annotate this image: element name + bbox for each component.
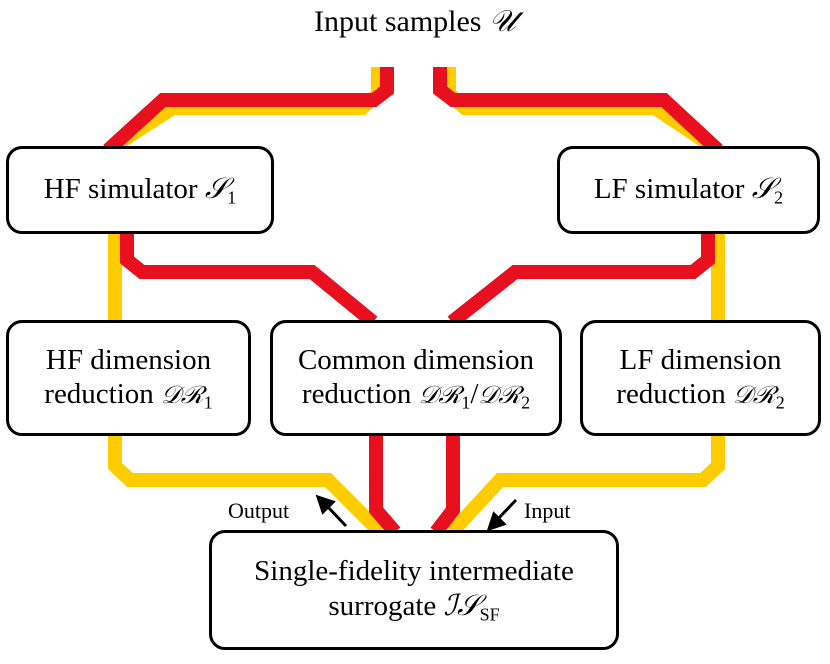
- red-path-common-left-down: [369, 432, 401, 537]
- red-path-common-right-down: [430, 432, 460, 537]
- surrogate-sub: SF: [479, 604, 500, 625]
- yellow-path-right-top: [442, 67, 722, 156]
- output-arrowhead: [315, 494, 336, 515]
- red-path-right-top: [433, 67, 723, 156]
- hf-simulator-node: HF simulator 𝒮1: [6, 146, 274, 234]
- surrogate-node: Single-fidelity intermediate surrogate ℐ…: [209, 530, 619, 650]
- hf-dr-line1: HF dimension: [45, 343, 212, 376]
- title-symbol: 𝒰: [488, 4, 516, 39]
- diagram-title: Input samples 𝒰: [0, 4, 830, 39]
- common-dr-sub-a: 1: [461, 392, 471, 413]
- common-dr-symbol-b: 𝒟ℛ: [478, 379, 522, 409]
- surrogate-symbol: ℐ𝒮: [443, 588, 480, 623]
- surrogate-line2: surrogate: [328, 590, 437, 623]
- yellow-path-left-top: [104, 67, 385, 156]
- lf-dr-sub: 2: [775, 392, 785, 413]
- surrogate-line1: Single-fidelity intermediate: [254, 555, 574, 588]
- hf-dr-sub: 1: [203, 392, 213, 413]
- red-path-hf-to-common: [120, 230, 378, 328]
- yellow-path-right-bottom: [446, 432, 725, 537]
- lf-dimension-reduction-node: LF dimension reduction 𝒟ℛ2: [580, 320, 821, 436]
- lf-simulator-label: LF simulator: [593, 173, 745, 206]
- common-dr-symbol-a: 𝒟ℛ: [418, 379, 462, 409]
- lf-simulator-node: LF simulator 𝒮2: [557, 146, 820, 234]
- yellow-path-left-bottom: [108, 432, 385, 537]
- hf-dr-symbol: 𝒟ℛ: [161, 379, 204, 409]
- common-dr-line2: reduction: [301, 377, 412, 410]
- common-dr-slash: /: [470, 377, 479, 410]
- lf-dr-line1: LF dimension: [619, 343, 782, 376]
- common-dimension-reduction-node: Common dimension reduction 𝒟ℛ1/𝒟ℛ2: [270, 320, 562, 436]
- input-label: Input: [524, 498, 571, 523]
- title-text: Input samples: [314, 5, 482, 38]
- hf-simulator-symbol: 𝒮: [204, 171, 228, 206]
- lf-simulator-sub: 2: [774, 187, 784, 208]
- red-path-lf-to-common: [447, 230, 715, 328]
- output-label: Output: [228, 498, 290, 523]
- hf-dr-line2: reduction: [44, 377, 154, 410]
- hf-simulator-label: HF simulator: [43, 173, 198, 206]
- hf-simulator-sub: 1: [227, 187, 237, 208]
- lf-dr-symbol: 𝒟ℛ: [733, 379, 776, 409]
- lf-simulator-symbol: 𝒮: [751, 171, 775, 206]
- red-path-left-top: [103, 67, 394, 156]
- input-arrowhead: [486, 511, 507, 532]
- hf-dimension-reduction-node: HF dimension reduction 𝒟ℛ1: [6, 320, 251, 436]
- common-dr-line1: Common dimension: [297, 343, 535, 376]
- lf-dr-line2: reduction: [616, 377, 726, 410]
- output-arrow: [324, 503, 348, 528]
- common-dr-sub-b: 2: [521, 392, 531, 413]
